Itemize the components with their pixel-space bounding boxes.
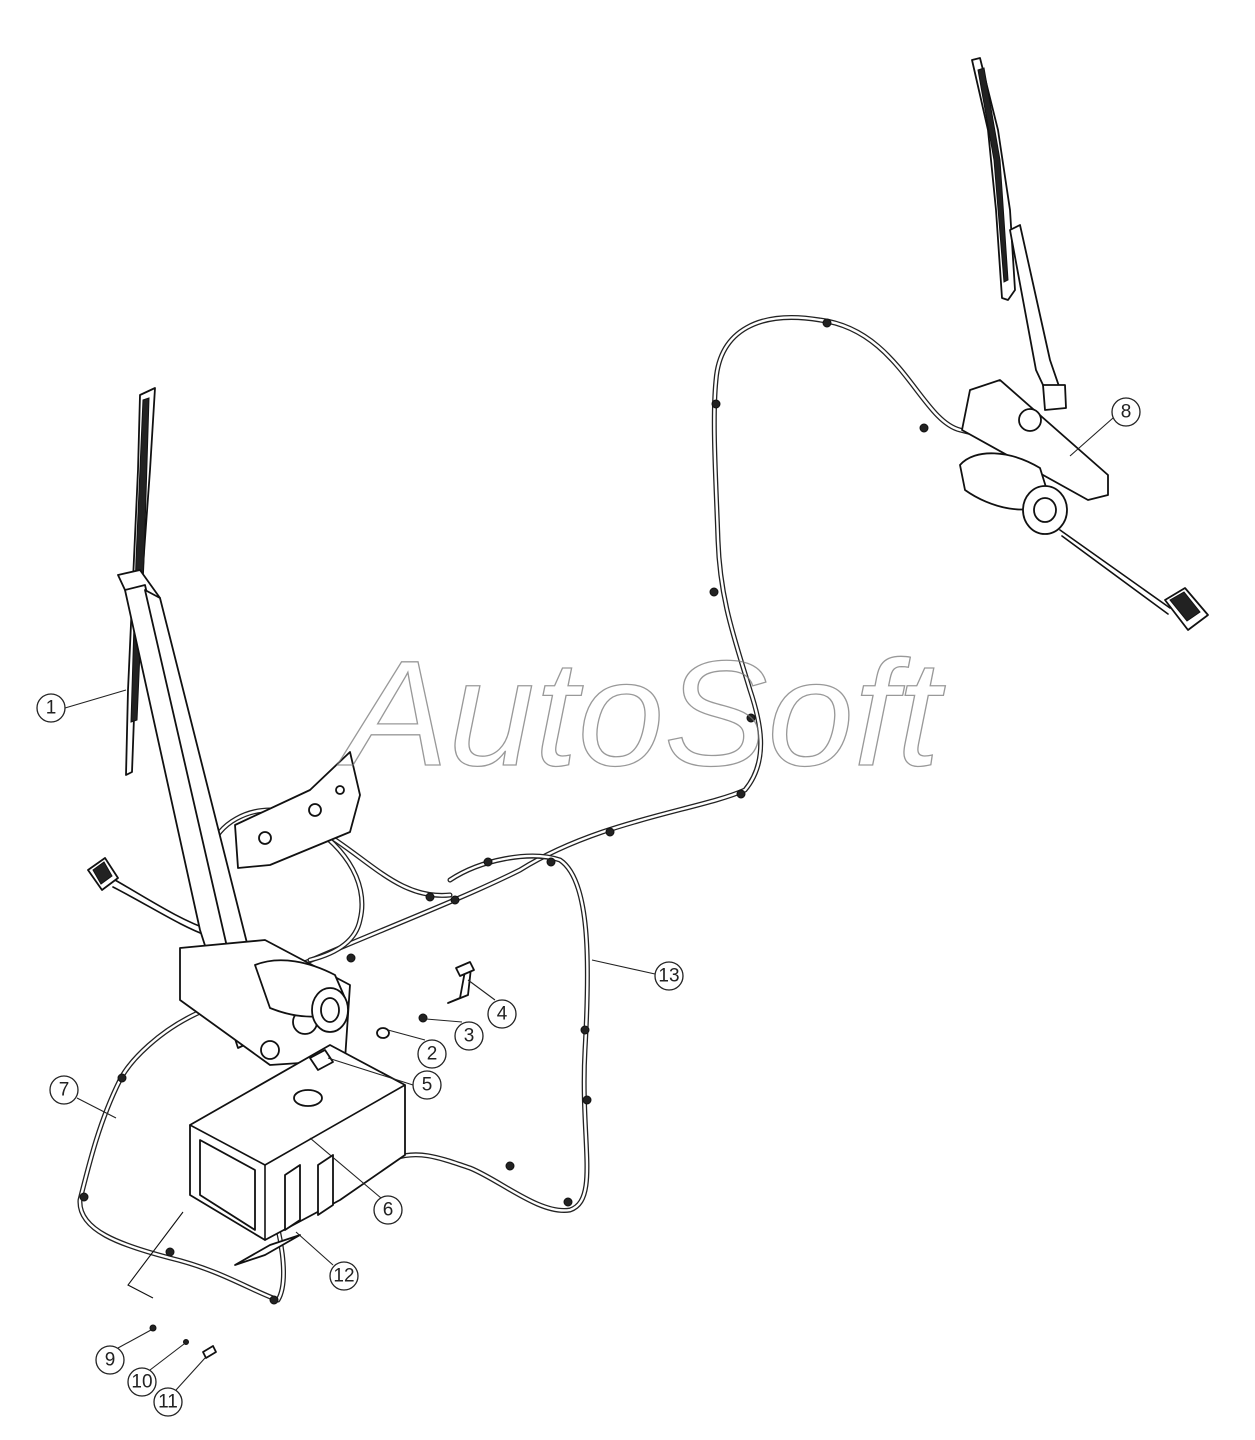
callout-label: 11 <box>158 1392 178 1413</box>
callout-label: 13 <box>658 966 679 987</box>
washer-tank <box>189 1044 406 1266</box>
callout-9: 9 <box>95 1329 152 1375</box>
callout-label: 7 <box>59 1080 70 1101</box>
callout-8: 8 <box>1069 397 1141 457</box>
callout-3: 3 <box>425 1018 484 1051</box>
callout-label: 4 <box>497 1004 508 1025</box>
callout-label: 6 <box>383 1200 394 1221</box>
callout-label: 9 <box>105 1350 116 1371</box>
callout-label: 8 <box>1121 402 1132 423</box>
callout-label: 5 <box>422 1075 433 1096</box>
callout-6: 6 <box>309 1137 403 1225</box>
hose-clips <box>79 318 929 1305</box>
callout-10: 10 <box>127 1343 185 1397</box>
control-panel <box>234 751 361 869</box>
callout-12: 12 <box>295 1231 359 1291</box>
callout-5: 5 <box>327 1057 442 1100</box>
callout-7: 7 <box>49 1075 117 1119</box>
callout-label: 3 <box>464 1026 475 1047</box>
left-wiper-assembly <box>87 387 351 1066</box>
callout-13: 13 <box>591 959 684 991</box>
callout-4: 4 <box>467 979 517 1029</box>
callout-label: 10 <box>131 1372 152 1393</box>
callout-label: 2 <box>427 1044 438 1065</box>
watermark-text: AutoSoft <box>337 629 946 797</box>
right-wiper-assembly <box>959 57 1209 631</box>
callout-1: 1 <box>36 689 127 723</box>
callout-label: 1 <box>46 698 57 719</box>
callout-11: 11 <box>153 1357 206 1417</box>
callout-label: 12 <box>333 1266 354 1287</box>
callout-2: 2 <box>387 1029 447 1069</box>
callouts: 1 2 3 4 5 6 7 <box>36 397 1141 1417</box>
hardware-items <box>127 961 475 1359</box>
